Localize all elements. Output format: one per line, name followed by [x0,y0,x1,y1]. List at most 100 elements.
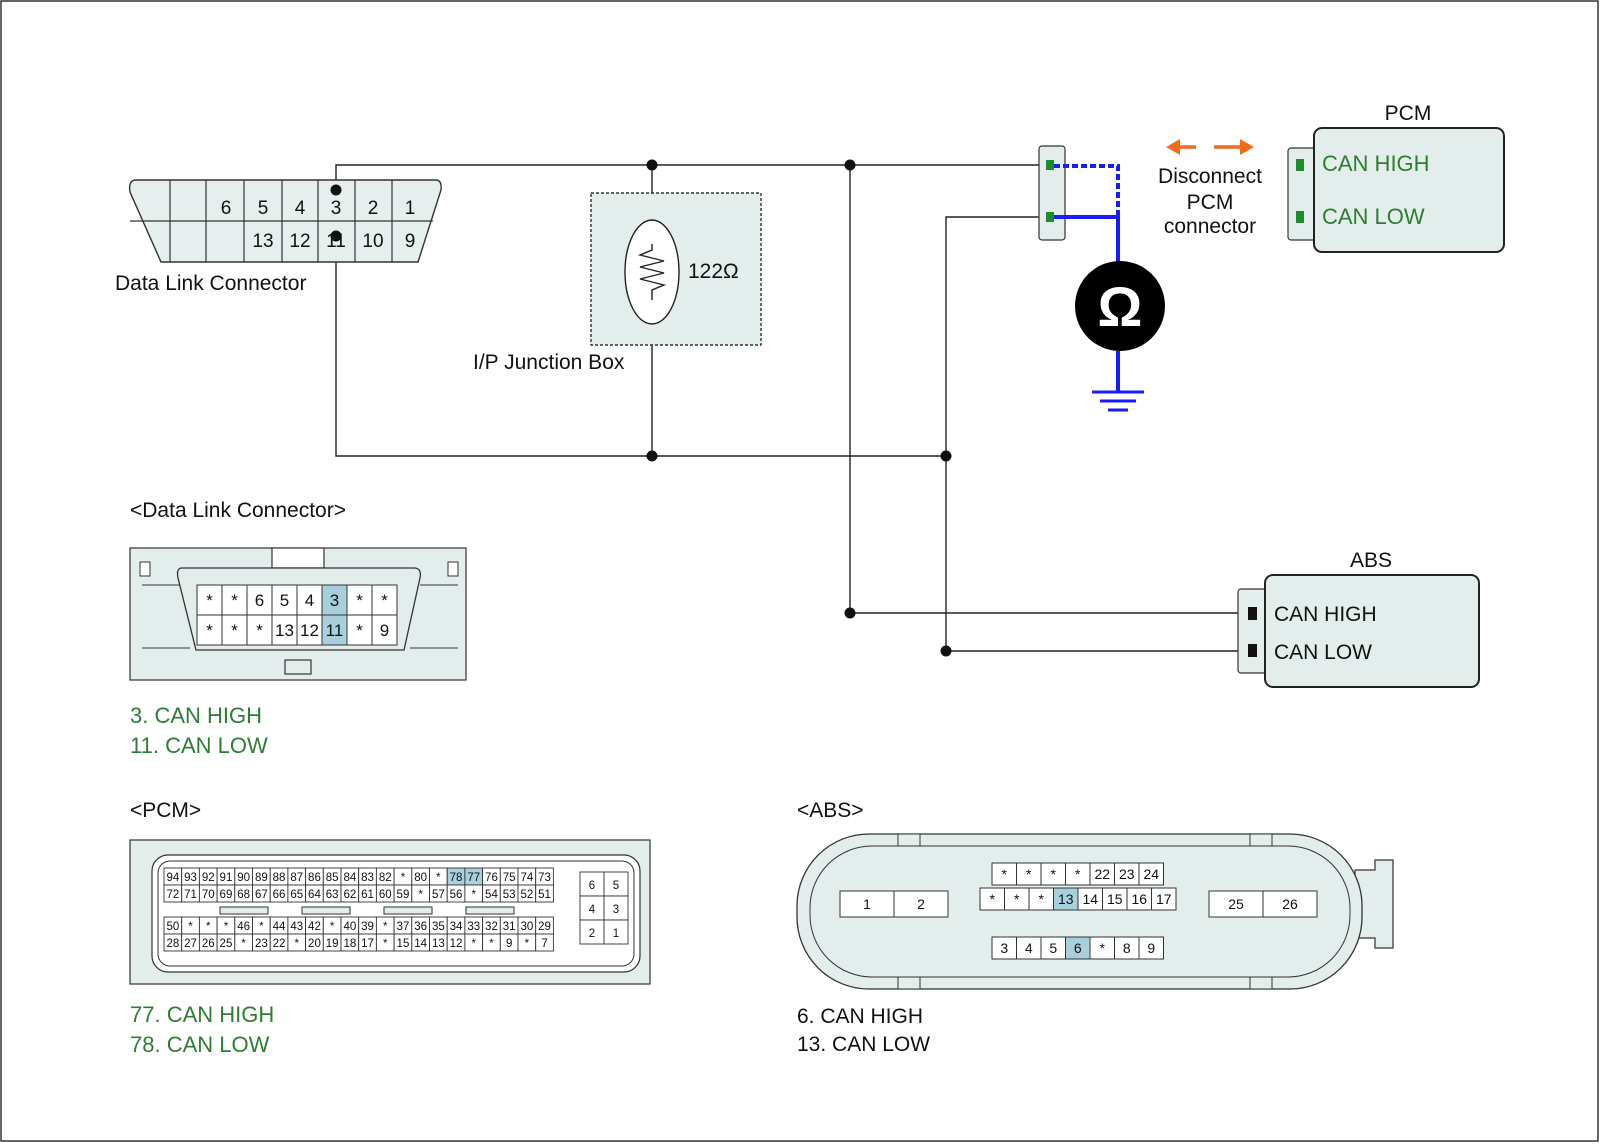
pcm-face-pin: 30 [520,921,533,933]
pcm-face-pin: 93 [184,872,197,884]
pcm-face-side-cell [603,871,629,897]
wire-can-low-bottom [335,236,946,457]
pcm-face-pin: 82 [379,872,392,884]
abs-face-large-cell [839,890,895,918]
pcm-face-pin: 1 [613,928,619,940]
dlc-face-cell [271,614,298,646]
pcm-face-pin: 66 [273,889,286,901]
pcm-face-pin: * [472,889,477,901]
pcm-face-pin: 20 [308,938,321,950]
pcm-face-pin: 89 [255,872,268,884]
pcm-face-pin: 53 [503,889,516,901]
dlc-face-pin: 3 [330,591,339,610]
dlc-face-cell [371,584,398,616]
pcm-title: PCM [1385,102,1432,125]
abs-face-pin: * [1075,866,1081,882]
pcm-face-pin: 39 [361,921,374,933]
dlc-face-cell [296,614,323,646]
pcm-terminal-high [1046,160,1054,170]
pcm-face-pin: 27 [184,938,197,950]
pcm-face-pin: 69 [220,889,233,901]
pcm-face-pin: 28 [166,938,179,950]
pcm-face-pin: 84 [343,872,356,884]
pcm-can-high: CAN HIGH [1322,151,1430,176]
pcm-face-pin: 35 [432,921,445,933]
pcm-can-low: CAN LOW [1322,204,1425,229]
abs-module-body [1264,574,1480,688]
dlc-face-pin: * [206,621,213,640]
dlc-face-pin: 5 [280,591,289,610]
pcm-face-pin: 33 [467,921,480,933]
pcm-face-pin: 91 [220,872,233,884]
dlc-face-pin: * [206,591,213,610]
pcm-face-pin: 94 [166,872,179,884]
abs-face-pin: 8 [1123,940,1131,956]
dlc-top-pin: 9 [405,231,416,252]
dlc-top-pin: 2 [368,198,379,219]
pcm-face-pin: * [330,921,335,933]
meter-symbol: Ω [1098,275,1143,338]
dlc-face-pin: * [356,591,363,610]
pcm-face-pin: 80 [414,872,427,884]
abs-face-body [796,833,1363,990]
pcm-face-title: <PCM> [130,799,201,822]
abs-face-pin: * [1026,866,1032,882]
resistor-value: 122Ω [688,260,739,283]
pcm-face-pin: 83 [361,872,374,884]
junction-dot [844,159,856,171]
pcm-face-pin: 71 [184,889,197,901]
pcm-face-pin: 92 [202,872,215,884]
pcm-face-pin: 65 [290,889,303,901]
pcm-face-pin: 18 [343,938,356,950]
pcm-face-pin: 3 [613,904,619,916]
pcm-face-side-cell [579,871,605,897]
pcm-face-pin: 42 [308,921,321,933]
pcm-module: PCM CAN HIGH CAN LOW [1287,102,1505,253]
pcm-disconnected-connector: Ω [1038,145,1165,412]
pcm-face-pin: * [472,938,477,950]
pcm-face-pin: 85 [326,872,339,884]
pcm-face-pin: 46 [237,921,250,933]
abs-face-pin: 5 [1049,940,1057,956]
dlc-face-pin: * [256,621,263,640]
dlc-face-pin: 6 [255,591,264,610]
pcm-face-pin: 43 [290,921,303,933]
abs-pin-low [1248,644,1257,657]
abs-face-pin: 15 [1107,891,1123,907]
abs-face-pin: 13 [1058,891,1074,907]
dlc-face-pin: * [231,621,238,640]
abs-face-pin: 6 [1074,940,1082,956]
pcm-face-pin: 76 [485,872,498,884]
dlc-top-pin: 10 [362,231,383,252]
abs-face-pin: * [1002,866,1008,882]
dlc-face-pin: 11 [326,621,344,640]
abs-face-pin: 23 [1119,866,1135,882]
pcm-face-pin: * [295,938,300,950]
abs-face-pin: 22 [1094,866,1110,882]
pcm-face-pin: * [525,938,530,950]
abs-legend-2: 13. CAN LOW [797,1033,930,1056]
junction-dot [844,607,856,619]
pcm-legend-1: 77. CAN HIGH [130,1002,274,1027]
pcm-face-pin: 37 [397,921,410,933]
pcm-pin-low [1296,211,1304,223]
pcm-face-pin: 52 [520,889,533,901]
pcm-face-pin: 77 [467,872,480,884]
disconnect-line-1: Disconnect [1158,165,1262,188]
dlc-face-title: <Data Link Connector> [130,499,346,522]
dlc-face-pin: * [381,591,388,610]
pcm-face-pin: 67 [255,889,268,901]
pcm-legend-2: 78. CAN LOW [130,1032,270,1057]
abs-face-pin: * [1039,891,1045,907]
pcm-terminal-low [1046,212,1054,222]
pcm-face-pin: 14 [414,938,427,950]
abs-can-high: CAN HIGH [1274,603,1377,626]
pcm-face-pin: * [241,938,246,950]
